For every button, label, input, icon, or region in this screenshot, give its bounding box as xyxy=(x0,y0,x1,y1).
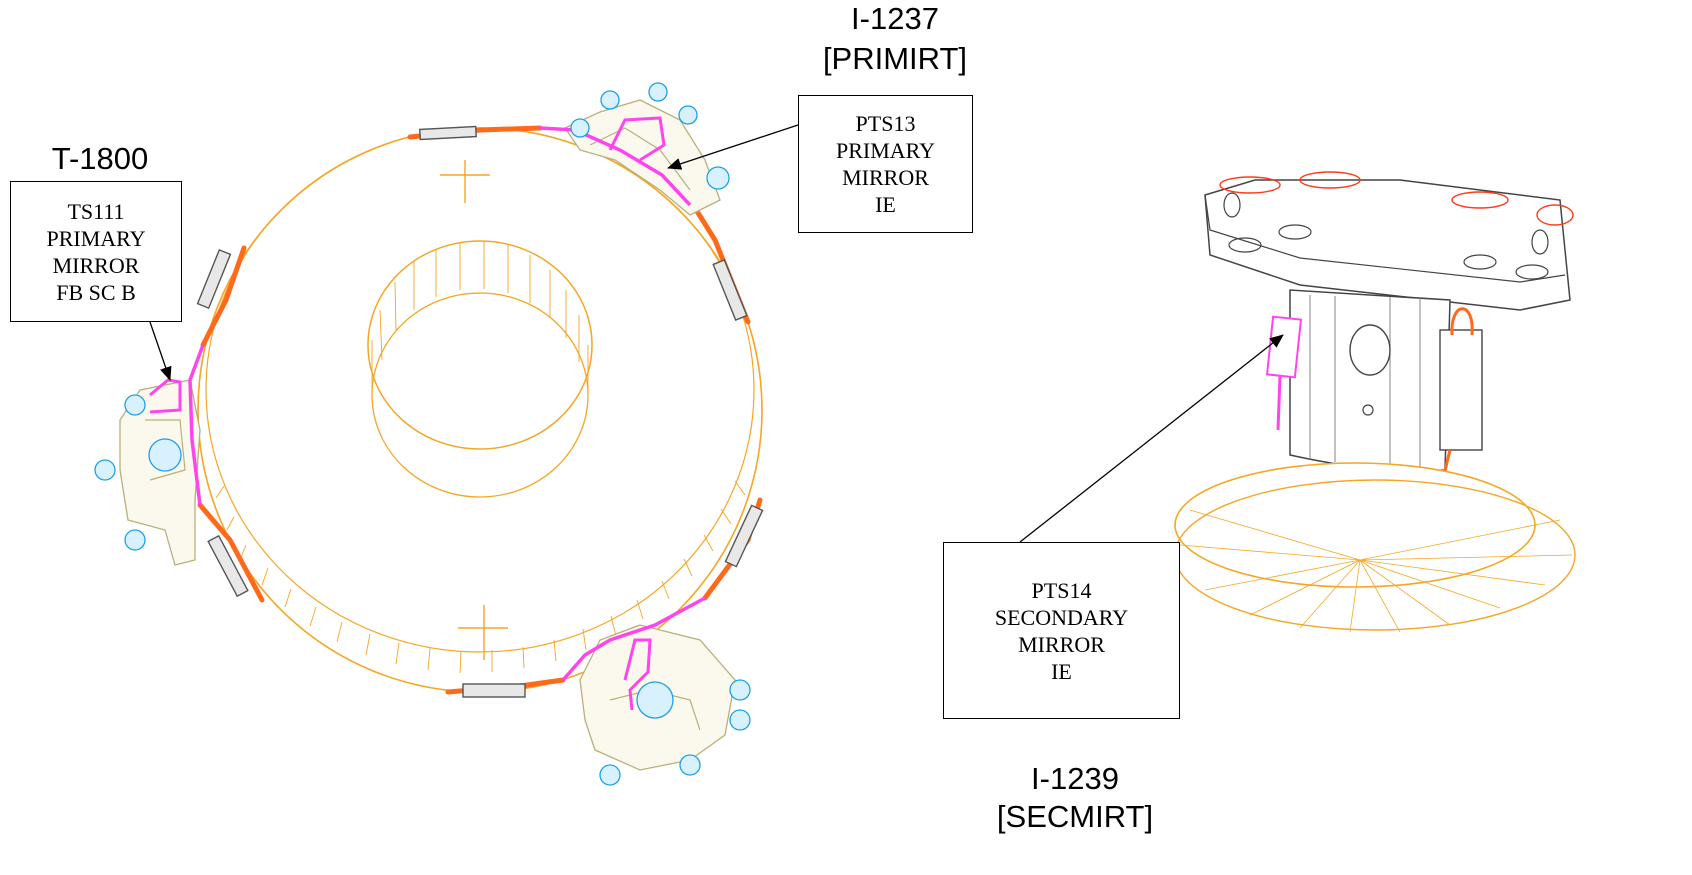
housing-port xyxy=(1349,324,1391,376)
bracket-cluster-top-right xyxy=(539,82,730,216)
primary-mirror-outer-ring-back xyxy=(205,127,755,653)
primary-mirror-inner-bore-lower xyxy=(371,292,589,498)
callout-ts111-line4: FB SC B xyxy=(56,279,136,305)
primary-mirror-outer-ring xyxy=(197,127,763,693)
heading-i1239-id: I-1239 xyxy=(1031,761,1119,796)
callout-pts14-line3: MIRROR xyxy=(1018,631,1105,657)
secondary-mirror-assembly xyxy=(1174,171,1576,633)
plate-holes xyxy=(1223,192,1549,280)
callout-pts13: PTS13 PRIMARY MIRROR IE xyxy=(798,95,973,233)
callout-pts13-line4: IE xyxy=(875,192,896,217)
fastener-icon xyxy=(570,82,730,190)
arrow-pts14 xyxy=(1019,334,1284,543)
secondary-mirror-disk xyxy=(1174,462,1536,588)
callout-pts13-line1: PTS13 xyxy=(855,111,916,136)
plate-bolt-heads xyxy=(1219,171,1574,226)
bracket-cluster-left xyxy=(94,344,205,566)
arrow-ts111 xyxy=(149,321,172,381)
heading-i1237-tag: [PRIMIRT] xyxy=(822,41,968,76)
crosshair-bottom xyxy=(458,605,508,660)
heater-harness xyxy=(197,125,763,695)
fastener-icon-bottom xyxy=(599,679,751,786)
crosshair-top xyxy=(440,160,490,203)
callout-ts111-line1: TS111 xyxy=(67,198,125,224)
heading-i1239-tag: [SECMIRT] xyxy=(996,799,1154,834)
mirror-face-spokes xyxy=(1179,509,1573,633)
bracket-cluster-bottom xyxy=(561,596,751,786)
secondary-housing xyxy=(1289,289,1451,472)
heading-i1237-id: I-1237 xyxy=(851,1,939,36)
fastener-icon-left xyxy=(94,394,182,551)
callout-pts14-line4: IE xyxy=(1051,658,1072,684)
arrow-pts13 xyxy=(667,124,799,170)
callout-pts14-line1: PTS14 xyxy=(1031,577,1092,603)
callout-pts14-line2: SECONDARY xyxy=(994,604,1129,630)
side-post xyxy=(1439,329,1483,451)
callout-pts13-line2: PRIMARY xyxy=(835,138,936,163)
primary-mirror-assembly xyxy=(94,82,764,786)
callout-ts111-line3: MIRROR xyxy=(52,252,140,278)
heading-t1800: T-1800 xyxy=(51,141,149,176)
callout-pts14: PTS14 SECONDARY MIRROR IE xyxy=(943,542,1180,719)
primary-mirror-inner-bore xyxy=(367,240,593,450)
primary-mirror-ring-facets xyxy=(215,480,746,674)
heater-pads xyxy=(196,125,764,698)
callout-ts111-line2: PRIMARY xyxy=(46,225,146,251)
pts14-sensor xyxy=(1265,315,1303,379)
callout-pts13-line3: MIRROR xyxy=(842,165,929,190)
primary-mirror-bore-facets xyxy=(371,241,589,392)
callout-ts111: TS111 PRIMARY MIRROR FB SC B xyxy=(10,181,182,322)
